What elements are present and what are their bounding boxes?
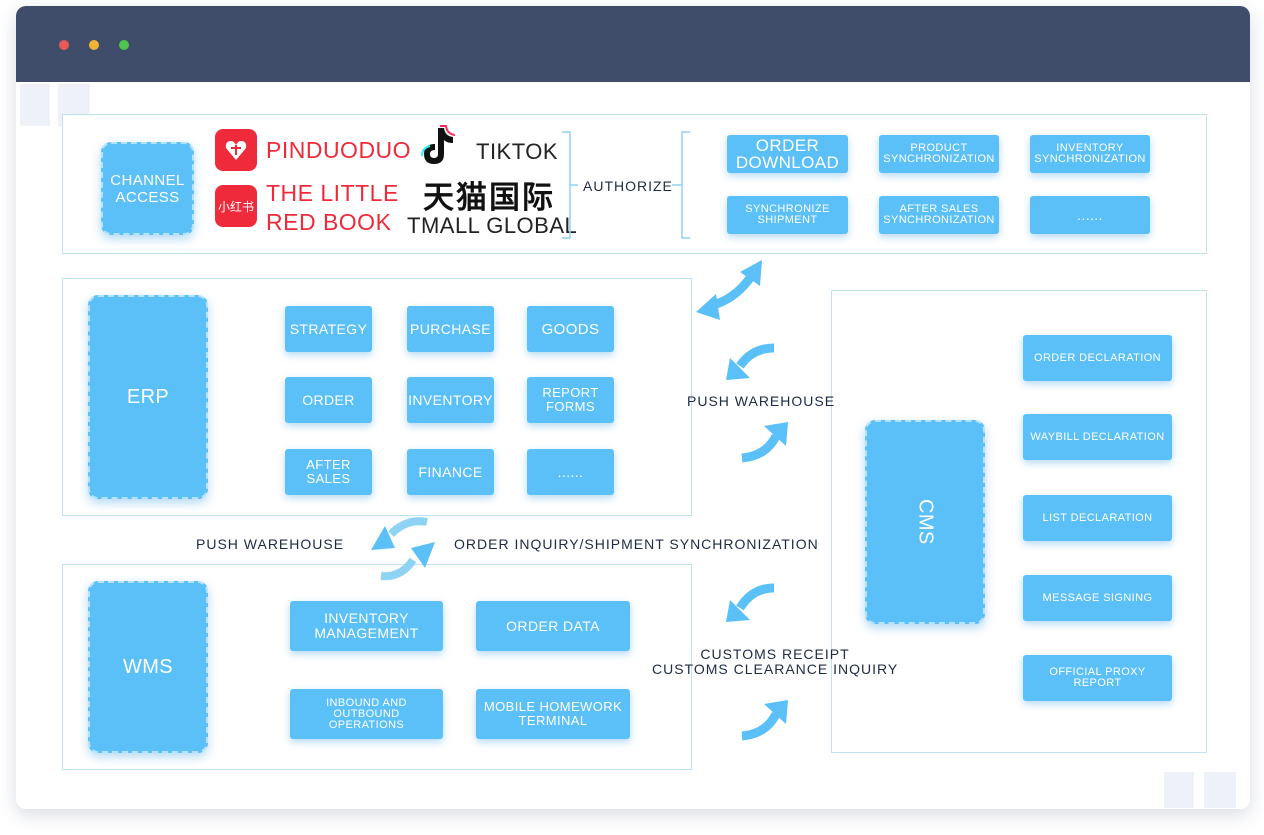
little-red-book-line1: THE LITTLE	[266, 180, 399, 206]
waybill-declaration-box: WAYBILL DECLARATION	[1023, 414, 1172, 460]
erp-wms-swap-arrow-icon	[371, 517, 435, 581]
official-proxy-report-box: OFFICIAL PROXY REPORT	[1023, 655, 1172, 701]
left-bracket-icon	[562, 131, 578, 239]
list-declaration-box: LIST DECLARATION	[1023, 495, 1172, 541]
inventory-management-box: INVENTORY MANAGEMENT	[290, 601, 443, 651]
minimize-button[interactable]	[89, 40, 99, 50]
quote-mark-icon	[20, 84, 50, 126]
tmall-cn-label: 天猫国际	[423, 180, 555, 215]
product-sync-box: PRODUCT SYNCHRONIZATION	[879, 135, 999, 173]
wms-box: WMS	[88, 581, 208, 753]
title-bar	[16, 6, 1250, 82]
erp-wms-right-label: ORDER INQUIRY/SHIPMENT SYNCHRONIZATION	[454, 536, 819, 552]
inventory-sync-box: INVENTORY SYNCHRONIZATION	[1030, 135, 1150, 173]
strategy-box: STRATEGY	[285, 306, 372, 352]
mobile-terminal-box: MOBILE HOMEWORK TERMINAL	[476, 689, 630, 739]
more-erp-box: ......	[527, 449, 614, 495]
tiktok-logo-icon	[421, 125, 456, 164]
synchronize-shipment-box: SYNCHRONIZE SHIPMENT	[727, 196, 848, 234]
arrow-left-icon	[726, 343, 775, 380]
tmall-global-label: TMALL GLOBAL	[407, 213, 578, 238]
quote-mark-icon	[1204, 772, 1236, 808]
little-red-book-logo-icon: 小红书	[215, 185, 257, 227]
order-download-box: ORDER DOWNLOAD	[727, 135, 848, 173]
authorize-label: AUTHORIZE	[583, 178, 673, 194]
finance-box: FINANCE	[407, 449, 494, 495]
wms-cms-label-line2: CUSTOMS CLEARANCE INQUIRY	[652, 661, 899, 677]
order-data-box: ORDER DATA	[476, 601, 630, 651]
maximize-button[interactable]	[119, 40, 129, 50]
pinduoduo-label: PINDUODUO	[266, 137, 412, 163]
arrow-right-icon	[741, 700, 788, 741]
pinduoduo-logo-icon	[215, 129, 257, 171]
arrow-right-icon	[741, 422, 788, 463]
order-declaration-box: ORDER DECLARATION	[1023, 335, 1172, 381]
erp-cms-flow-label: PUSH WAREHOUSE	[687, 393, 836, 409]
quote-mark-icon	[1164, 772, 1194, 808]
wms-cms-label-line1: CUSTOMS RECEIPT	[700, 646, 850, 662]
arrow-left-icon	[726, 583, 775, 622]
channel-erp-double-arrow-icon	[696, 260, 762, 320]
message-signing-box: MESSAGE SIGNING	[1023, 575, 1172, 621]
cms-box: CMS	[865, 420, 985, 624]
right-bracket-icon	[672, 131, 690, 239]
goods-box: GOODS	[527, 306, 614, 352]
cms-label: CMS	[914, 499, 937, 545]
tiktok-label: TIKTOK	[476, 139, 559, 164]
erp-wms-left-label: PUSH WAREHOUSE	[196, 536, 345, 552]
little-red-book-line2: RED BOOK	[266, 209, 392, 235]
inventory-box: INVENTORY	[407, 377, 494, 423]
purchase-box: PURCHASE	[407, 306, 494, 352]
report-forms-box: REPORT FORMS	[527, 377, 614, 423]
after-sales-box: AFTER SALES	[285, 449, 372, 495]
more-channel-box: ......	[1030, 196, 1150, 234]
order-box: ORDER	[285, 377, 372, 423]
erp-box: ERP	[88, 295, 208, 499]
inbound-outbound-box: INBOUND AND OUTBOUND OPERATIONS	[290, 689, 443, 739]
close-button[interactable]	[59, 40, 69, 50]
channel-access-box: CHANNEL ACCESS	[101, 142, 194, 235]
after-sales-sync-box: AFTER SALES SYNCHRONIZATION	[879, 196, 999, 234]
